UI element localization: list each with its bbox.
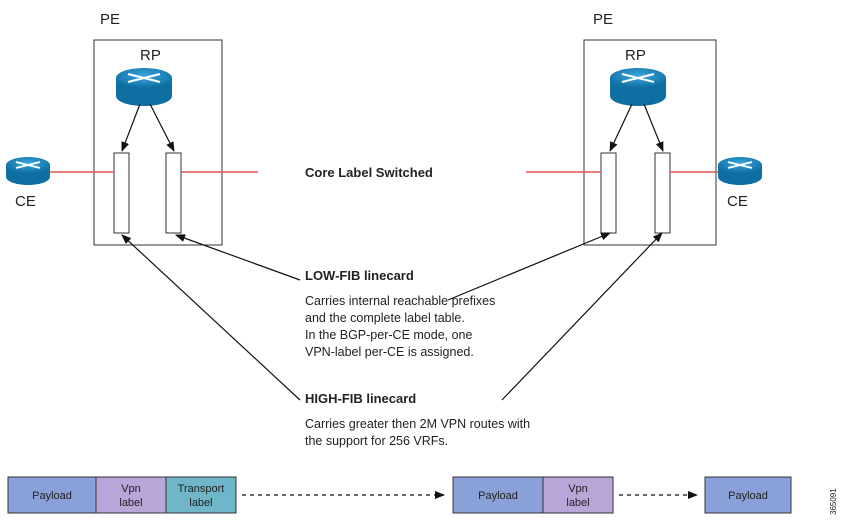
rp-left-router-icon [116, 68, 172, 106]
low-fib-title: LOW-FIB linecard [305, 268, 414, 283]
packet-with-transport: Payload Vpn label Transport label [7, 476, 237, 514]
arrow-high-fib-right [501, 232, 663, 401]
transport-label-line2: label [189, 497, 212, 509]
packet-with-vpn: Payload Vpn label [452, 476, 614, 514]
arrow-rp-to-lc [643, 103, 664, 152]
transport-label-line1: Transport [178, 483, 225, 495]
arrow-low-fib-left [175, 234, 301, 281]
low-fib-line: VPN-label per-CE is assigned. [305, 345, 474, 359]
linecard-left-high-fib [113, 152, 130, 234]
figure-id: 365091 [829, 488, 838, 515]
arrow-high-fib-left [121, 234, 301, 401]
arrow-rp-to-lc [121, 103, 141, 152]
rp-left-label: RP [140, 47, 161, 64]
vpn-label-line2: label [566, 497, 589, 509]
pe-right-label: PE [593, 11, 613, 28]
packet-payload-only: Payload [704, 476, 792, 514]
linecard-left-low-fib [165, 152, 182, 234]
vpn-label-line2: label [119, 497, 142, 509]
payload-label: Payload [728, 490, 768, 502]
high-fib-title: HIGH-FIB linecard [305, 391, 416, 406]
core-label: Core Label Switched [305, 165, 433, 180]
low-fib-line: and the complete label table. [305, 311, 465, 325]
ce-left-router-icon [6, 157, 50, 185]
arrow-rp-to-lc [149, 103, 175, 152]
pe-left-label: PE [100, 11, 120, 28]
ce-left-label: CE [15, 193, 36, 210]
arrow-rp-to-lc [609, 103, 633, 152]
linecard-right-high-fib [654, 152, 671, 234]
linecard-right-low-fib [600, 152, 617, 234]
vpn-label-line1: Vpn [568, 483, 588, 495]
payload-label: Payload [478, 490, 518, 502]
payload-label: Payload [32, 490, 72, 502]
high-fib-line: Carries greater then 2M VPN routes with [305, 417, 530, 431]
vpn-label-line1: Vpn [121, 483, 141, 495]
rp-right-label: RP [625, 47, 646, 64]
rp-right-router-icon [610, 68, 666, 106]
ce-right-label: CE [727, 193, 748, 210]
high-fib-line: the support for 256 VRFs. [305, 434, 448, 448]
arrow-low-fib-right [447, 232, 611, 301]
pe-left-box [93, 39, 223, 246]
low-fib-line: In the BGP-per-CE mode, one [305, 328, 472, 342]
low-fib-line: Carries internal reachable prefixes [305, 294, 495, 308]
ce-right-router-icon [718, 157, 762, 185]
